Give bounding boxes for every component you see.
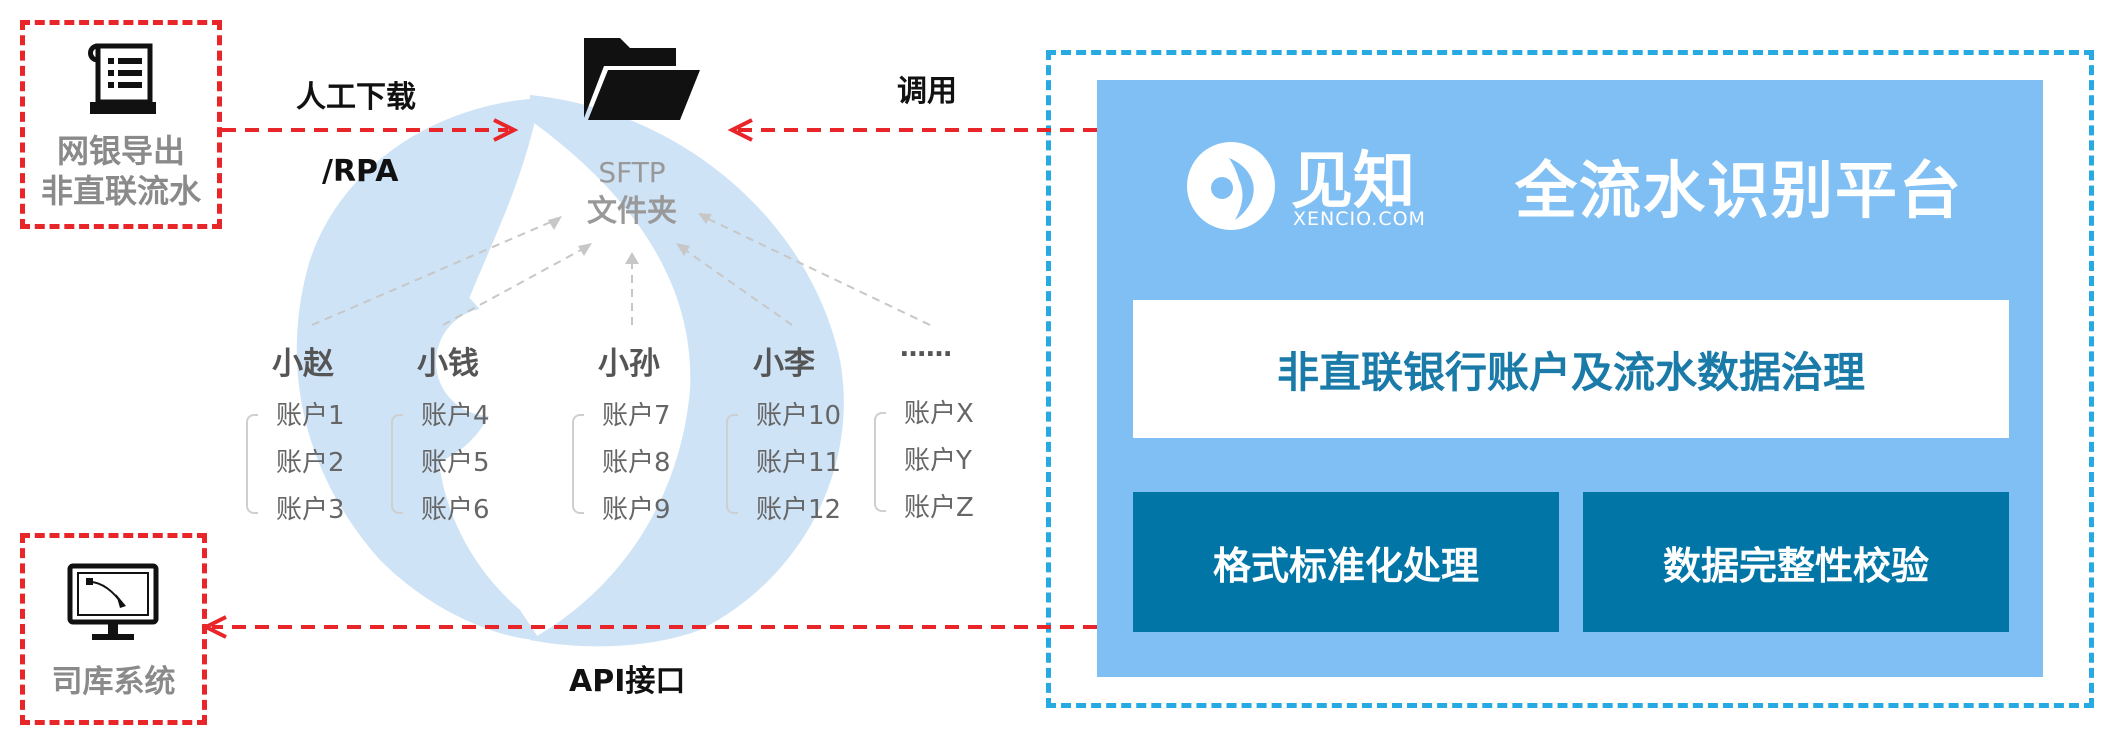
data-governance-bar: 非直联银行账户及流水数据治理	[1133, 300, 2009, 438]
watermark-hole	[436, 308, 544, 416]
watermark-chevron	[530, 95, 844, 647]
person-li: 小李	[753, 346, 815, 382]
arrow-manual-download-head	[493, 118, 519, 142]
account-item: 账户11	[756, 448, 842, 478]
api-label: API接口	[569, 664, 686, 699]
brace-qian	[391, 414, 403, 514]
account-item: 账户12	[756, 495, 842, 525]
brace-more	[874, 412, 886, 512]
logo-text: 见知	[1291, 144, 1416, 217]
brace-zhao	[246, 414, 258, 514]
account-item: 账户4	[421, 401, 490, 431]
brace-li	[726, 414, 738, 514]
account-item: 账户5	[421, 448, 490, 478]
call-label: 调用	[897, 74, 957, 109]
person-zhao: 小赵	[272, 346, 334, 382]
bank-export-label-1: 网银导出	[56, 132, 185, 170]
account-item: 账户2	[276, 448, 345, 478]
gray-arrow-qian	[442, 244, 591, 326]
gray-arrowhead-1	[548, 216, 562, 230]
account-item: 账户Z	[904, 493, 974, 523]
person-more: ……	[900, 333, 952, 363]
accounts-sun: 账户7 账户8 账户9	[602, 393, 671, 534]
account-item: 账户8	[602, 448, 671, 478]
gray-arrowhead-4	[676, 243, 690, 256]
monitor-icon	[67, 563, 159, 640]
arrow-call-head	[727, 118, 753, 142]
account-item: 账户7	[602, 401, 671, 431]
rpa-label: /RPA	[322, 154, 399, 189]
accounts-li: 账户10 账户11 账户12	[756, 393, 841, 534]
treasury-system-box	[20, 533, 207, 725]
watermark-disc	[300, 270, 500, 470]
document-scroll-icon	[88, 43, 156, 114]
accounts-more: 账户X 账户Y 账户Z	[904, 391, 974, 532]
integrity-check-box: 数据完整性校验	[1583, 492, 2009, 632]
account-item: 账户3	[276, 495, 345, 525]
manual-download-label: 人工下载	[296, 80, 416, 115]
arrow-api-head	[201, 615, 227, 639]
gray-arrow-more	[699, 214, 931, 326]
logo-subtitle: XENCIO.COM	[1293, 208, 1426, 230]
platform-title: 全流水识别平台	[1515, 154, 1964, 227]
account-item: 账户10	[756, 401, 842, 431]
watermark-left	[299, 260, 420, 580]
format-standardization-box: 格式标准化处理	[1133, 492, 1559, 632]
xencio-logo-icon	[1187, 142, 1275, 230]
platform-container	[1046, 50, 2094, 708]
gray-arrow-zhao	[311, 217, 561, 326]
gray-arrowhead-2	[578, 243, 592, 256]
account-item: 账户9	[602, 495, 671, 525]
folder-label: 文件夹	[587, 194, 677, 229]
bank-export-label-2: 非直联流水	[40, 172, 201, 210]
sftp-label: SFTP	[598, 156, 666, 189]
accounts-qian: 账户4 账户5 账户6	[421, 393, 490, 534]
brace-sun	[572, 414, 584, 514]
folder-icon	[584, 38, 700, 120]
account-item: 账户X	[904, 399, 974, 429]
account-item: 账户1	[276, 401, 345, 431]
bank-export-box	[20, 20, 222, 229]
person-sun: 小孙	[598, 346, 660, 382]
gray-arrow-li	[677, 244, 793, 326]
account-item: 账户6	[421, 495, 490, 525]
treasury-system-label: 司库系统	[51, 664, 176, 700]
gray-arrowhead-3	[625, 252, 639, 264]
person-qian: 小钱	[417, 346, 479, 382]
account-item: 账户Y	[904, 446, 972, 476]
accounts-zhao: 账户1 账户2 账户3	[276, 393, 345, 534]
gray-arrowhead-5	[698, 213, 712, 224]
